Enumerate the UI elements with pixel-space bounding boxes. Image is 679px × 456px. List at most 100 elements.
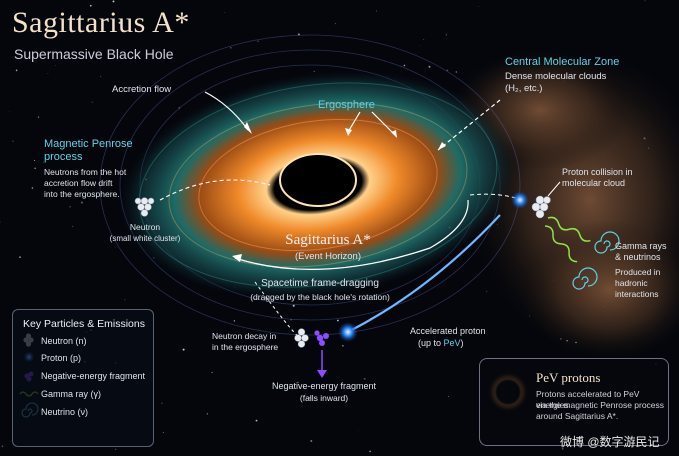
penrose-title-2: process (44, 151, 83, 163)
legend-item-neutrino: Neutrino (ν) (41, 407, 89, 417)
molecular-cloud (450, 50, 679, 360)
neutrino-spiral-icon (572, 231, 620, 290)
star (304, 393, 307, 395)
star (8, 111, 10, 113)
fragment-fall-arrowhead (317, 370, 327, 378)
star (229, 46, 232, 49)
star (34, 167, 36, 169)
penrose-desc-1: Neutrons from the hot (44, 167, 127, 177)
frame-dragging-arc (234, 247, 431, 271)
gamma-label-2: & neutrinos (615, 252, 661, 262)
acc-pev: PeV (443, 338, 461, 348)
arrow-heads (244, 122, 446, 150)
star (297, 381, 299, 383)
orbit-arc-right (429, 199, 469, 249)
pev-line1: Protons accelerated to PeV energies (536, 389, 640, 410)
frame-dragging-arrowhead (232, 254, 242, 262)
star (72, 225, 74, 227)
star (403, 64, 406, 67)
star (292, 304, 295, 307)
pev-protons-box: PeV protons Protons accelerated to PeV e… (479, 358, 669, 446)
star (257, 40, 259, 42)
negative-fragment-icon (314, 330, 329, 346)
star (112, 0, 115, 3)
cmz-title: Central Molecular Zone (505, 56, 620, 68)
collision-proton-icon (511, 191, 529, 209)
star (290, 318, 293, 321)
star (37, 116, 40, 118)
star (43, 161, 44, 163)
acc-post: ) (460, 338, 464, 348)
star (336, 319, 339, 322)
pev-line2: via the magnetic Penrose process (536, 400, 665, 410)
accelerated-proton-icon (338, 322, 358, 342)
star (297, 33, 300, 36)
collision-pointer (547, 181, 561, 197)
star (211, 371, 213, 374)
accelerated-proton-label: Accelerated proton (410, 326, 486, 336)
star (162, 432, 164, 434)
star (447, 396, 449, 397)
star (206, 413, 209, 415)
frame-dragging-title: Spacetime frame-dragging (261, 278, 379, 289)
ergosphere-label: Ergosphere (318, 99, 375, 111)
star (182, 348, 185, 351)
star (69, 205, 71, 208)
accelerated-proton-sub: (up to PeV) (418, 337, 464, 349)
accelerated-proton-beam (347, 214, 501, 333)
decay-label-2: in the ergosphere (212, 342, 279, 352)
star (334, 23, 336, 25)
collision-label-2: molecular cloud (562, 178, 626, 188)
proton-to-cloud (469, 193, 523, 201)
star (446, 69, 449, 72)
star (91, 101, 93, 103)
neutron-label: Neutron (129, 222, 161, 232)
star (80, 201, 84, 204)
gamma-label-4: hadronic (615, 278, 648, 288)
center-sublabel: (Event Horizon) (295, 251, 361, 262)
decay-neutron-icon (294, 328, 309, 348)
collision-cluster-icon (531, 195, 551, 219)
legend-item-neutron: Neutron (n) (41, 336, 87, 346)
star (47, 73, 49, 74)
star (34, 159, 36, 161)
legend-item-gamma: Gamma ray (γ) (41, 389, 102, 399)
neutron-sublabel: (small white cluster) (109, 234, 181, 243)
star (15, 69, 18, 72)
star (486, 291, 488, 292)
star (644, 0, 646, 2)
negative-fragment-sub: (falls inward) (299, 393, 349, 403)
neutron-cluster-icon (134, 197, 155, 217)
star (19, 256, 21, 258)
star (31, 187, 34, 189)
star (423, 38, 425, 40)
star (255, 419, 258, 422)
penrose-desc-2: accretion flow drift (44, 178, 113, 188)
collision-label-1: Proton collision in (562, 167, 633, 177)
star (115, 448, 117, 450)
star (309, 397, 311, 399)
pev-title: PeV protons (536, 370, 601, 385)
legend-panel: Key Particles & Emissions Neutron (n) Pr… (12, 309, 154, 447)
cmz-line2: (H₂, etc.) (505, 83, 543, 94)
star (455, 71, 457, 73)
star (478, 6, 479, 8)
star (76, 149, 77, 150)
legend-item-proton: Proton (p) (41, 353, 82, 363)
star (358, 429, 359, 431)
legend-item-fragment: Negative-energy fragment (41, 371, 146, 381)
decay-label-1: Neutron decay in (212, 331, 277, 341)
star (376, 10, 377, 12)
page-title: Sagittarius A* (12, 6, 190, 39)
gamma-ray-wave (547, 216, 591, 242)
penrose-title: Magnetic Penrose (44, 138, 133, 150)
star (178, 107, 181, 109)
star (369, 450, 371, 453)
star (313, 70, 315, 73)
neutron-drift-path (159, 179, 271, 201)
star (310, 440, 313, 442)
accretion-flow-label: Accretion flow (112, 84, 172, 95)
frame-dragging-sub: (dragged by the black hole's rotation) (250, 292, 390, 302)
star (224, 12, 225, 13)
